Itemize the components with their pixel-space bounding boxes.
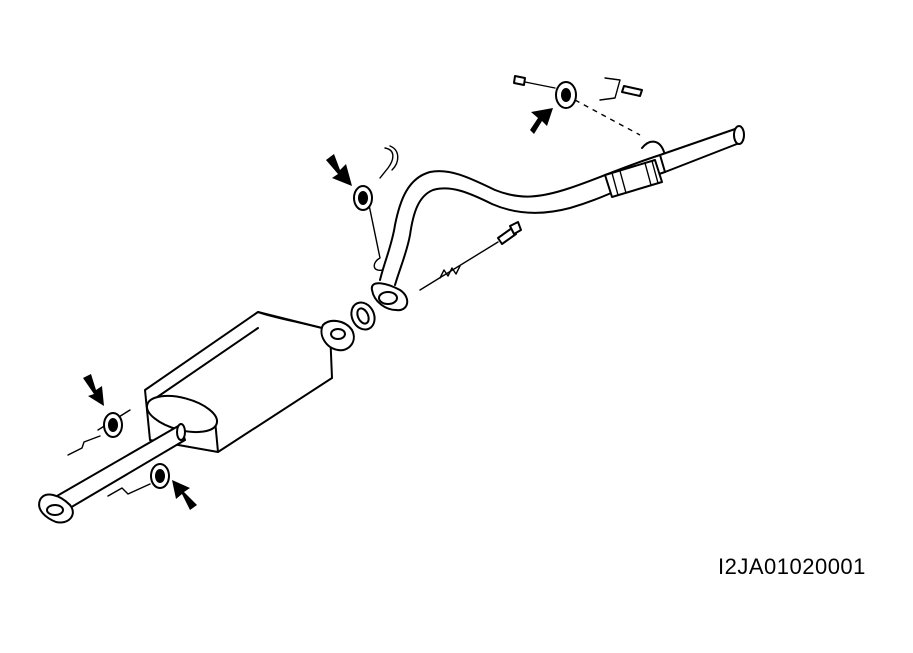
rubber-mount <box>353 185 373 211</box>
tailpipe <box>38 423 186 524</box>
spring <box>439 265 461 279</box>
callout-arrow <box>83 374 104 406</box>
front-pipe-flange <box>370 282 409 312</box>
muffler <box>144 311 333 453</box>
rubber-mount <box>150 463 170 489</box>
rubber-mount <box>555 81 577 109</box>
upper-hanger <box>367 145 399 271</box>
callout-arrow <box>326 154 352 186</box>
bolt <box>419 221 522 291</box>
gasket <box>350 301 376 331</box>
callout-arrow <box>530 108 553 134</box>
catalytic-section <box>604 140 665 198</box>
rear-bracket <box>513 75 643 136</box>
figure-code: I2JA01020001 <box>718 554 866 579</box>
callout-arrow <box>172 480 197 510</box>
rubber-mount <box>103 412 123 438</box>
front-pipe <box>379 125 745 286</box>
lower-hanger-right <box>107 483 151 497</box>
muffler-flange <box>320 319 355 352</box>
